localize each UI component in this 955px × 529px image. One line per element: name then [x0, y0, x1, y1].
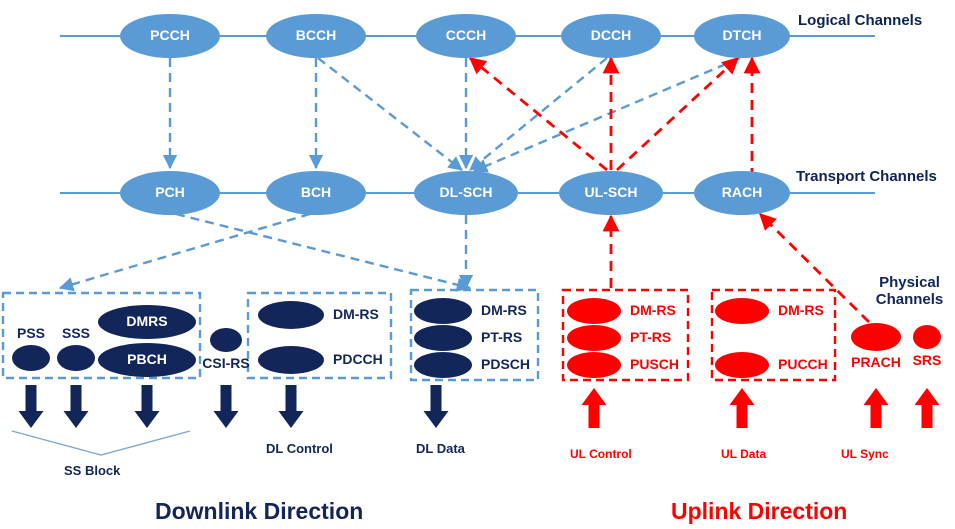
row-baselines — [60, 35, 875, 194]
dl-data-group-ellipse-pt-rs[interactable] — [414, 325, 472, 351]
physical-channel-nodes — [12, 298, 941, 378]
ul-control-group-ellipse-dm-rs[interactable] — [567, 298, 621, 324]
dl-data-group-box — [409, 288, 540, 382]
ul-control-group-box — [561, 288, 690, 382]
dl-data-group-ellipse-dm-rs[interactable] — [414, 298, 472, 324]
ul-control-group-ellipse-pusch[interactable] — [567, 352, 621, 378]
physical-channels-title-line2: Channels — [875, 291, 944, 309]
downlink-arrow-5 — [423, 385, 449, 428]
downlink-arrow-3 — [213, 385, 239, 428]
dl-data-group-label-dm-rs: DM-RS — [481, 302, 527, 318]
csi-rs-group-label-csi-rs: CSI-RS — [202, 355, 250, 371]
logical-node-bcch[interactable] — [266, 14, 366, 58]
prach-srs-group-ellipse-srs[interactable] — [913, 325, 941, 349]
uplink-arrow-1 — [729, 388, 755, 428]
physical-channels-title: Physical Channels — [862, 274, 955, 309]
ss-block-group-box — [1, 291, 202, 380]
logical-node-ccch[interactable] — [416, 14, 516, 58]
blue-connectors — [58, 56, 741, 292]
downlink-arrow-2 — [134, 385, 160, 428]
ul-data-group-ellipse-dm-rs[interactable] — [715, 298, 769, 324]
red-connector-prach-to-RACH — [759, 213, 870, 323]
logical-node-dtch[interactable] — [694, 14, 790, 58]
uplink-direction-title: Uplink Direction — [671, 498, 848, 524]
logical-node-pcch[interactable] — [120, 14, 220, 58]
red-connectors — [468, 56, 870, 323]
transport-node-dl-sch[interactable] — [414, 171, 518, 215]
ul-data-group-ellipse-pucch[interactable] — [715, 352, 769, 378]
ss-block-group-label-pss: PSS — [16, 325, 45, 341]
logical-channels-title: Logical Channels — [798, 12, 923, 29]
dl-data-group-label-pdsch: PDSCH — [481, 356, 531, 372]
ss-block-group-ellipse-pss[interactable] — [12, 345, 50, 371]
blue-connector-PCH-to-dl-data — [175, 212, 472, 292]
bottom-label-dl-control: DL Control — [266, 441, 333, 456]
transport-channels-title: Transport Channels — [796, 168, 937, 185]
ss-block-brace — [11, 430, 191, 456]
red-connector-UL-SCH-to-DTCH — [616, 56, 740, 172]
dl-data-group-ellipse-pdsch[interactable] — [414, 352, 472, 378]
direction-arrows — [18, 385, 940, 428]
ul-data-group-label-pucch: PUCCH — [778, 356, 828, 372]
prach-srs-group-label-prach: PRACH — [851, 354, 901, 370]
ul-control-group-label-dm-rs: DM-RS — [630, 302, 676, 318]
red-connector-UL-SCH-to-CCCH — [468, 56, 608, 172]
ss-block-group-ellipse-pbch[interactable] — [98, 343, 196, 377]
bottom-label-ul-control: UL Control — [570, 447, 632, 461]
dl-data-group-label-pt-rs: PT-RS — [481, 329, 523, 345]
bottom-label-ul-sync: UL Sync — [841, 447, 889, 461]
ul-control-group-label-pt-rs: PT-RS — [630, 329, 672, 345]
transport-channel-nodes — [120, 171, 790, 215]
logical-node-dcch[interactable] — [561, 14, 661, 58]
ul-control-group-ellipse-pt-rs[interactable] — [567, 325, 621, 351]
bottom-label-dl-data: DL Data — [416, 441, 465, 456]
ss-block-group-ellipse-sss[interactable] — [57, 345, 95, 371]
uplink-arrow-3 — [914, 388, 940, 428]
ul-data-group-label-dm-rs: DM-RS — [778, 302, 824, 318]
physical-group-boxes — [1, 288, 837, 382]
bottom-label-ss-block: SS Block — [64, 463, 121, 478]
ul-data-group-box — [710, 288, 837, 382]
ss-block-group-ellipse-dmrs[interactable] — [98, 305, 196, 339]
ss-block-group-label-sss: SSS — [61, 325, 90, 341]
uplink-arrow-0 — [581, 388, 607, 428]
downlink-arrow-0 — [18, 385, 44, 428]
transport-node-bch[interactable] — [266, 171, 366, 215]
downlink-arrow-1 — [63, 385, 89, 428]
csi-rs-group-ellipse-csi-rs[interactable] — [210, 328, 242, 352]
downlink-arrow-4 — [278, 385, 304, 428]
dl-control-group-ellipse-pdcch[interactable] — [258, 346, 324, 374]
prach-srs-group-label-srs: SRS — [912, 352, 942, 368]
prach-srs-group-ellipse-prach[interactable] — [851, 323, 901, 351]
downlink-direction-title: Downlink Direction — [155, 498, 364, 524]
bottom-label-ul-data: UL Data — [721, 447, 767, 461]
dl-control-group-label-pdcch: PDCCH — [333, 351, 383, 367]
uplink-arrow-2 — [863, 388, 889, 428]
blue-connector-BCH-to-ss-block — [58, 212, 311, 292]
ss-block-brace-line — [11, 430, 191, 456]
blue-connector-DTCH-to-DL-SCH — [472, 56, 741, 173]
transport-node-ul-sch[interactable] — [559, 171, 663, 215]
ul-control-group-label-pusch: PUSCH — [630, 356, 680, 372]
logical-channel-nodes — [120, 14, 790, 58]
dl-control-group-ellipse-dm-rs[interactable] — [258, 301, 324, 329]
transport-node-rach[interactable] — [694, 171, 790, 215]
blue-connector-BCCH-to-DL-SCH — [317, 57, 463, 171]
physical-channels-title-line1: Physical — [879, 274, 940, 291]
dl-control-group-box — [246, 291, 393, 380]
transport-node-pch[interactable] — [120, 171, 220, 215]
dl-control-group-label-dm-rs: DM-RS — [333, 306, 379, 322]
